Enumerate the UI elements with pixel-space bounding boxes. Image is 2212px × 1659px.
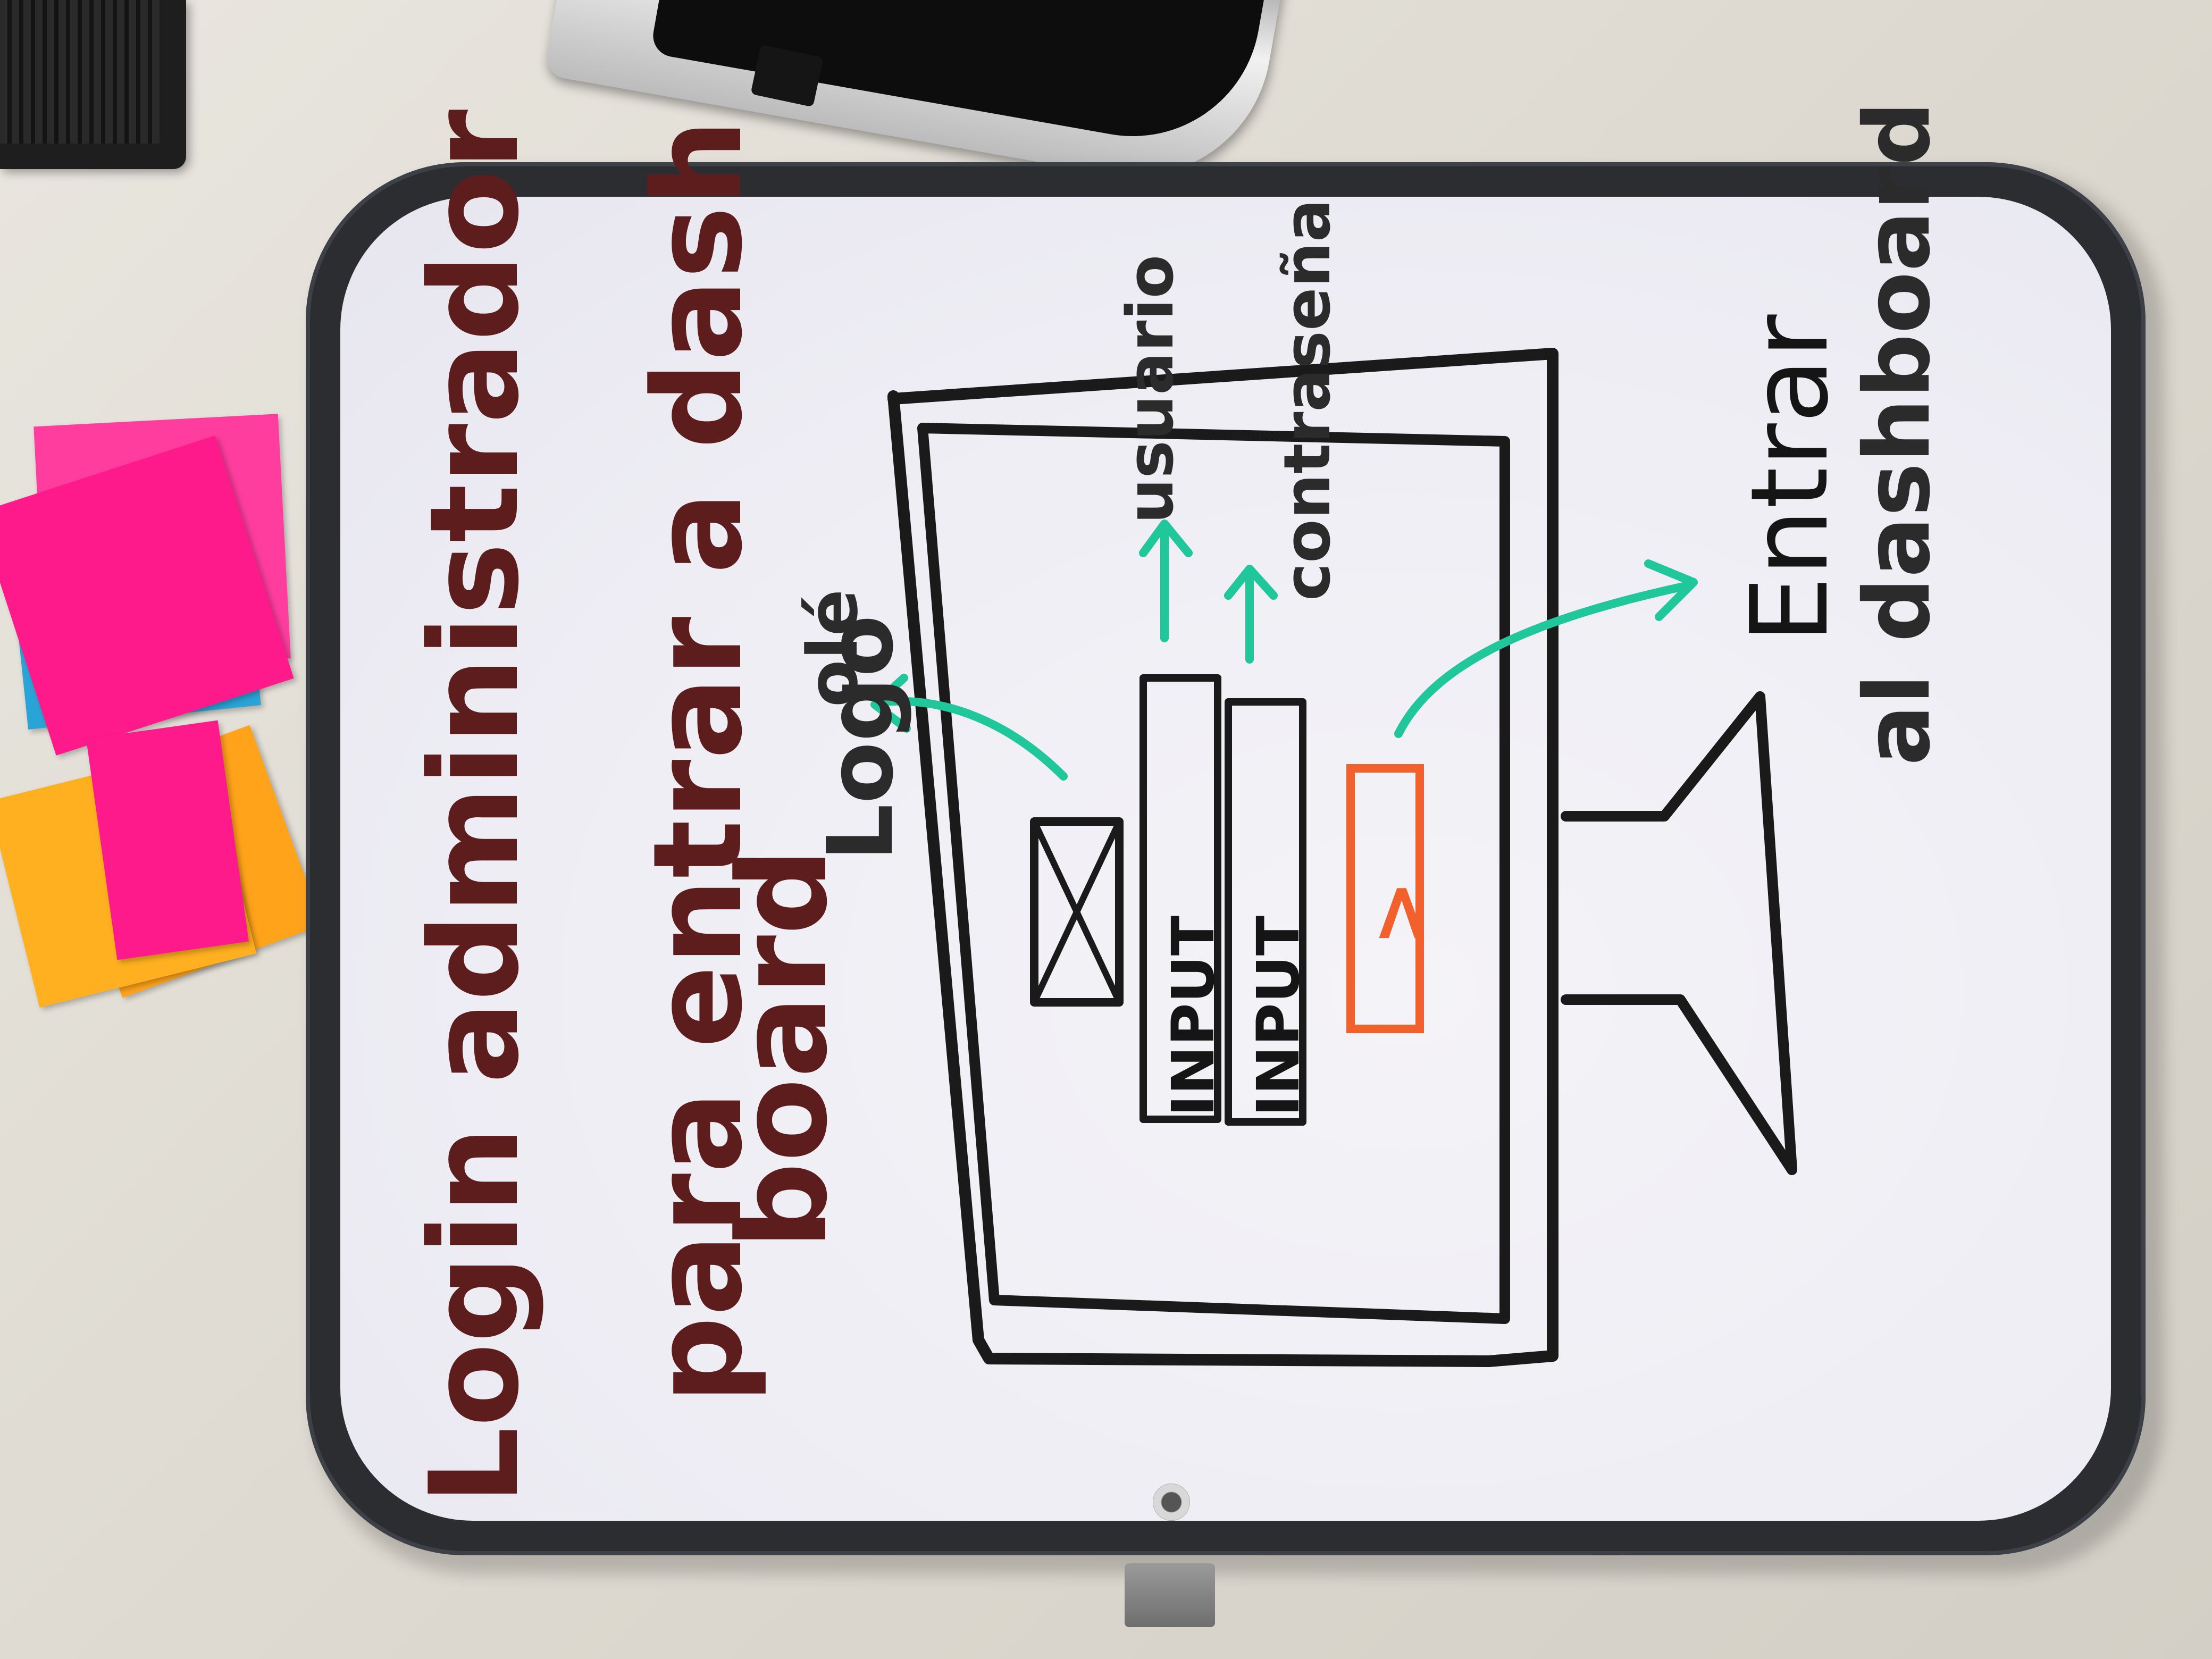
input-label-password: INPUT: [1244, 916, 1312, 1117]
submit-button-symbol: >: [1353, 879, 1446, 946]
keyboard-keys: [0, 0, 160, 144]
arrow-logo: [878, 697, 1068, 781]
dashboard-label: al dashboard: [1845, 101, 1950, 766]
monitor-outer: [887, 348, 1559, 1367]
input-label-user: INPUT: [1159, 916, 1227, 1117]
input-field-user: [1139, 674, 1221, 1123]
input-field-password: [1225, 698, 1306, 1126]
monitor-screen: [917, 423, 1510, 1324]
logo-note: olé: [792, 589, 873, 707]
arrowhead-usuario: [1139, 520, 1193, 557]
grommet: [1153, 1484, 1190, 1521]
keyboard: [0, 0, 186, 169]
arrowhead-logo: [870, 674, 911, 733]
logo-placeholder: [1030, 817, 1124, 1007]
contrasena-label: contraseña: [1271, 199, 1345, 601]
title-line-1: Login administrador: [404, 109, 546, 1505]
title-line-3: board: [713, 848, 854, 1250]
board-clip: [1125, 1563, 1215, 1627]
arrow-entrar: [1394, 581, 1695, 738]
monitor-stand: [1561, 691, 1797, 1175]
entrar-label: Entrar: [1728, 314, 1852, 643]
arrowhead-entrar: [1644, 559, 1698, 621]
usuario-label: usuario: [1114, 254, 1188, 524]
submit-button-sketch: [1346, 764, 1424, 1033]
arrowhead-contrasena: [1224, 565, 1278, 600]
